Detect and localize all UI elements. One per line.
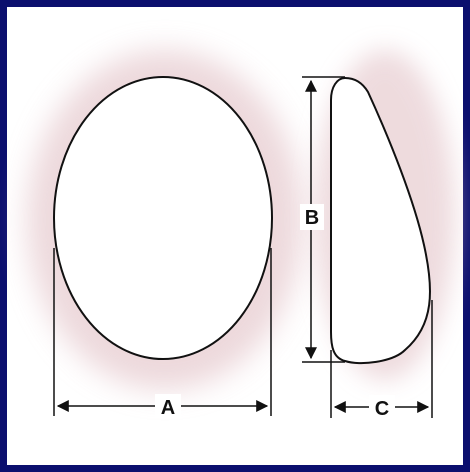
dimension-c: C: [330, 300, 433, 420]
dimension-b-label: B: [305, 207, 319, 229]
dimension-a: A: [53, 248, 272, 419]
dimension-a-label: A: [161, 397, 175, 419]
dimension-b: B: [300, 76, 345, 363]
implant-side-view: [330, 76, 432, 365]
dimension-c-label: C: [375, 398, 389, 420]
implant-front-view: [53, 76, 273, 360]
